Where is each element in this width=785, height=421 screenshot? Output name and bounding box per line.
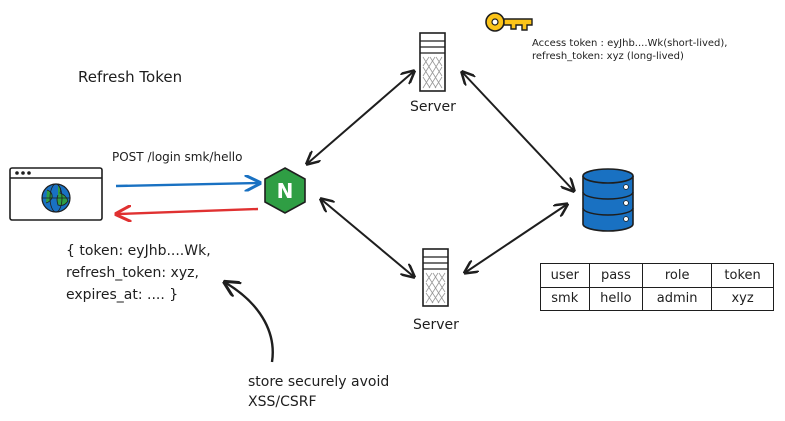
note-line: store securely avoid bbox=[248, 374, 390, 390]
table-row: smk hello admin xyz bbox=[540, 286, 774, 311]
table-header-cell: user bbox=[540, 263, 590, 288]
key-icon bbox=[485, 12, 533, 32]
table-header-cell: role bbox=[642, 263, 713, 288]
note-line: XSS/CSRF bbox=[248, 394, 317, 410]
server-label: Server bbox=[410, 99, 456, 115]
nginx-icon: N bbox=[264, 167, 306, 214]
nginx-letter: N bbox=[277, 179, 294, 203]
nginx-server1-arrow bbox=[308, 72, 413, 163]
response-line: refresh_token: xyz, bbox=[66, 265, 199, 281]
token-note-line: Access token : eyJhb....Wk(short-lived), bbox=[532, 38, 728, 49]
user-table: user pass role token smk hello admin xyz bbox=[540, 263, 774, 311]
response-body: { token: eyJhb....Wk, refresh_token: xyz,… bbox=[66, 240, 211, 306]
response-line: expires_at: .... } bbox=[66, 287, 179, 303]
security-note: store securely avoid XSS/CSRF bbox=[248, 372, 389, 412]
token-note: Access token : eyJhb....Wk(short-lived),… bbox=[532, 37, 727, 63]
server1-db-arrow bbox=[463, 73, 573, 190]
response-arrow bbox=[118, 209, 259, 214]
nginx-server2-arrow bbox=[322, 200, 413, 276]
token-note-line: refresh_token: xyz (long-lived) bbox=[532, 51, 684, 62]
note-arrow bbox=[226, 283, 274, 363]
response-line: { token: eyJhb....Wk, bbox=[66, 243, 211, 259]
request-arrow bbox=[115, 183, 258, 186]
diagram-title: Refresh Token bbox=[78, 68, 183, 86]
request-label: POST /login smk/hello bbox=[112, 150, 243, 164]
table-cell: smk bbox=[540, 286, 590, 311]
database-icon bbox=[582, 168, 634, 232]
table-cell: xyz bbox=[711, 286, 774, 311]
server-icon bbox=[419, 32, 446, 92]
globe-icon bbox=[41, 183, 71, 213]
server-label: Server bbox=[413, 317, 459, 333]
table-header-cell: token bbox=[711, 263, 774, 288]
table-header-row: user pass role token bbox=[540, 263, 774, 288]
server-icon bbox=[422, 248, 449, 307]
server2-db-arrow bbox=[466, 205, 566, 272]
table-header-cell: pass bbox=[588, 263, 644, 288]
table-cell: hello bbox=[588, 286, 644, 311]
table-cell: admin bbox=[642, 286, 713, 311]
